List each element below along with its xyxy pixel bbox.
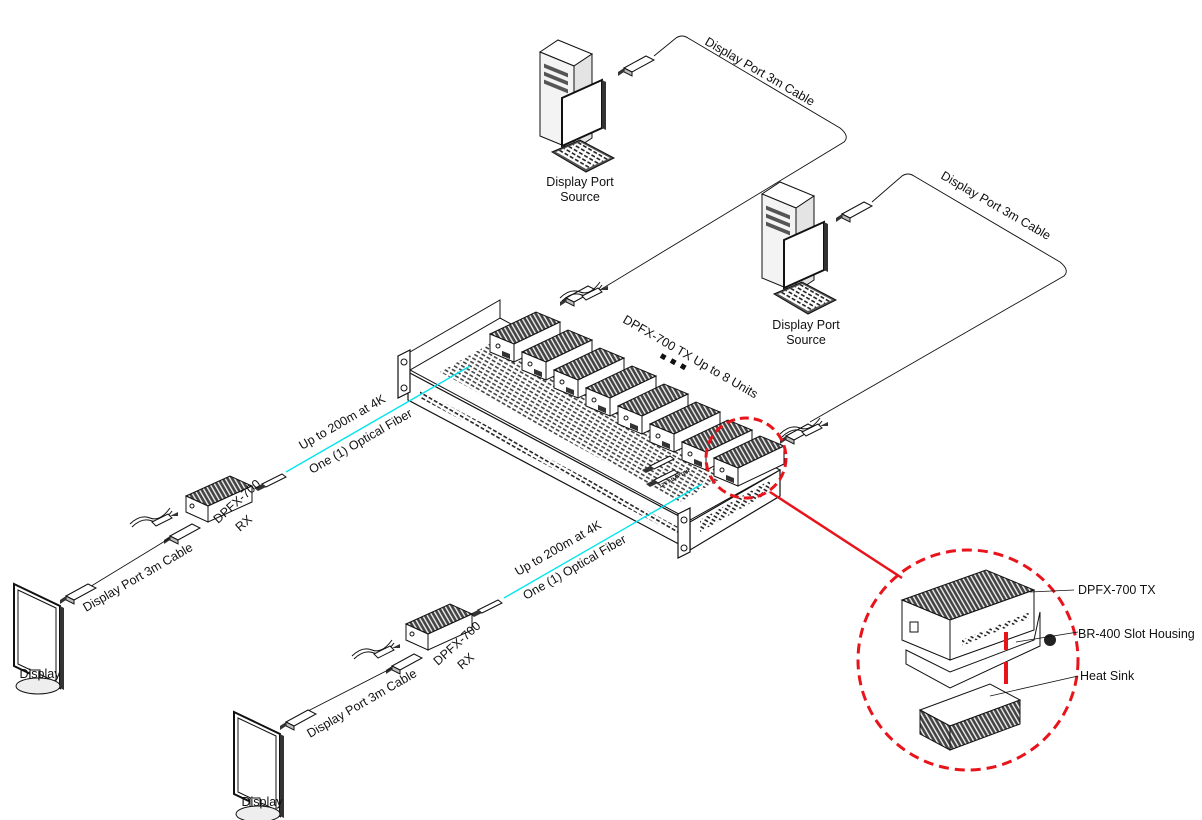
fiber-link-2	[503, 483, 703, 599]
display-2-label: Display	[242, 795, 284, 809]
display-port-source-2	[761, 181, 837, 315]
detail-tx-unit	[900, 569, 1056, 689]
rx-1-cable-label: Display Port 3m Cable	[81, 540, 196, 614]
callout-small-circle	[704, 416, 788, 500]
source-1-label-line1: Display Port	[546, 175, 614, 189]
rx-2-type: RX	[455, 650, 478, 672]
callout-large-circle	[856, 548, 1080, 772]
source-2-cable	[779, 173, 1067, 445]
callout-label-slot-housing: BR-400 Slot Housing	[1078, 627, 1195, 641]
source-1-cable-label: Display Port 3m Cable	[703, 34, 818, 108]
detail-heat-sink	[918, 683, 1022, 751]
callout-label-tx: DPFX-700 TX	[1078, 583, 1156, 597]
display-port-source-1	[539, 39, 615, 173]
source-2-label-line2: Source	[786, 333, 826, 347]
source-2-label-line1: Display Port	[772, 318, 840, 332]
source-1-cable	[559, 35, 847, 307]
source-2-cable-label: Display Port 3m Cable	[939, 168, 1054, 242]
rx-1-cable	[59, 507, 201, 605]
source-1-label-line2: Source	[560, 190, 600, 204]
callout-label-heat-sink: Heat Sink	[1080, 669, 1135, 683]
rx-2-cable-label: Display Port 3m Cable	[305, 666, 420, 740]
rack-chassis	[397, 299, 782, 559]
display-1-label: Display	[20, 667, 62, 681]
ellipsis-dots	[659, 353, 687, 371]
rx-2-cable	[279, 639, 423, 731]
callout-leaders	[989, 589, 1079, 697]
callout-connector	[769, 490, 903, 580]
fiber-link-1	[285, 365, 471, 473]
rx-1-type: RX	[233, 512, 256, 534]
